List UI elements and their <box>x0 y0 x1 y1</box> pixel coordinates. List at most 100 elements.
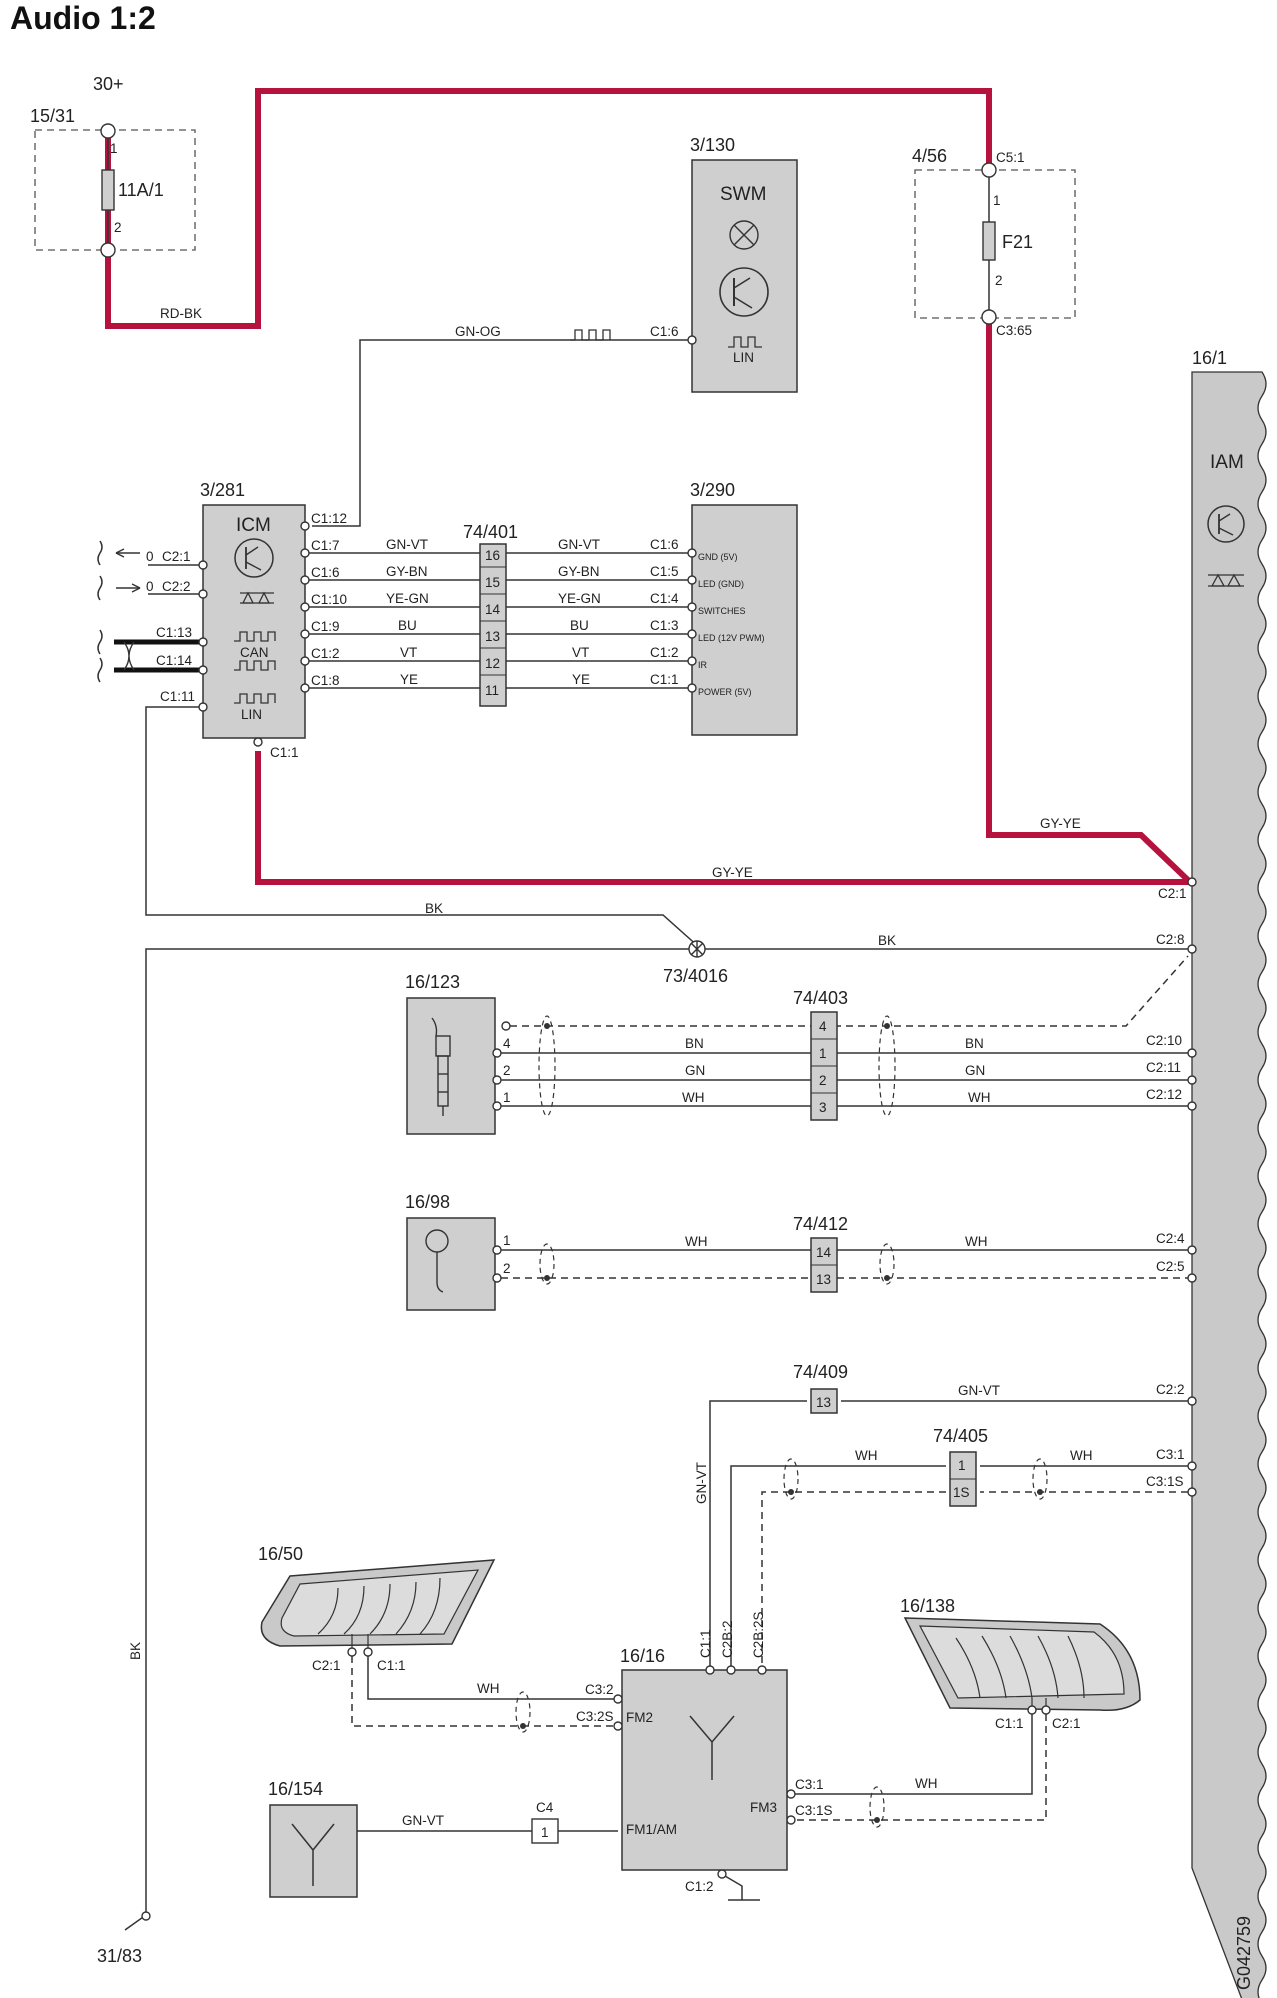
k74-403-pin-1: 1 <box>819 1046 827 1061</box>
swm-lin-label: LIN <box>733 350 754 365</box>
wire-label-rd-bk: RD-BK <box>160 306 202 321</box>
wire-label-wh-405-r: WH <box>1070 1448 1093 1463</box>
supply-label: 30+ <box>93 74 124 94</box>
splice-73-4016-icon <box>688 940 706 958</box>
k74-405-wires <box>730 1458 1188 1670</box>
c16-138-label: 16/138 <box>900 1596 955 1616</box>
wire-label-wh-138: WH <box>915 1776 938 1791</box>
c16-98-box <box>406 1217 496 1311</box>
k74-401-connector <box>479 543 507 707</box>
swm-transistor-icon <box>719 267 769 317</box>
k74-405-label: 74/405 <box>933 1426 988 1446</box>
c3-290-func-switches: SWITCHES <box>698 606 746 616</box>
wire-label-gn-vt-154: GN-VT <box>402 1813 444 1828</box>
swm-pin <box>687 335 697 345</box>
c3-290-pins <box>687 548 697 693</box>
c16-123-pin-4: 4 <box>503 1036 511 1051</box>
c16-50-window-antenna <box>260 1559 496 1648</box>
k74-401-label: 74/401 <box>463 522 518 542</box>
c16-16-pin-c1-2: C1:2 <box>685 1879 714 1894</box>
c16-16-pin-c3-1: C3:1 <box>795 1777 824 1792</box>
c16-138-pin-c1-1: C1:1 <box>995 1716 1024 1731</box>
k74-401-pin-16: 16 <box>485 548 500 563</box>
c16-16-pin-c3-2: C3:2 <box>585 1682 614 1697</box>
icm-pin-c1-14: C1:14 <box>156 653 193 668</box>
c3-290-pin-c1-2: C1:2 <box>650 645 679 660</box>
c3-290-box <box>691 504 798 736</box>
iam-pin-c2-11: C2:11 <box>1146 1060 1181 1075</box>
c3-290-pin-c1-5: C1:5 <box>650 564 679 579</box>
k74-412-pin-14: 14 <box>816 1245 832 1260</box>
c16-123-pin-1: 1 <box>503 1090 511 1105</box>
antenna-icon-16-154 <box>291 1823 335 1886</box>
wire-label-wh-98-l: WH <box>685 1234 708 1249</box>
c16-154-label: 16/154 <box>268 1779 323 1799</box>
icm-pin-c1-13: C1:13 <box>156 625 192 640</box>
swm-name: SWM <box>720 184 766 205</box>
icm-can-label: CAN <box>240 645 269 660</box>
swm-pin-label: C1:6 <box>650 324 679 339</box>
c3-290-id: 3/290 <box>690 480 735 500</box>
splice-73-4016-label: 73/4016 <box>663 966 728 986</box>
k74-403-pin-4: 4 <box>819 1019 827 1034</box>
icm-bottom-pin <box>253 737 263 747</box>
drawing-id: G042759 <box>1234 1916 1254 1990</box>
page-title: Audio 1:2 <box>10 0 156 36</box>
wire-label-bn-r: BN <box>965 1036 984 1051</box>
wire-rd-bk <box>105 88 992 329</box>
wire-gn-og <box>312 339 688 527</box>
c16-16-pin-c2b-2s: C2B:2S <box>751 1611 766 1658</box>
icm-pin-c1-10: C1:10 <box>311 592 347 607</box>
c4-56-pin1: 1 <box>993 193 1001 208</box>
arrow-zero-1: 0 <box>146 549 154 564</box>
wire-label-gn-vt-l: GN-VT <box>386 537 428 552</box>
c3-290-pin-c1-1: C1:1 <box>650 672 679 687</box>
c16-16-pin-c2b-2: C2B:2 <box>720 1620 735 1658</box>
c3-290-pin-c1-3: C1:3 <box>650 618 679 633</box>
ground-label: 31/83 <box>97 1946 142 1966</box>
iam-box <box>1191 371 1267 1998</box>
c16-16-top-pins <box>705 1665 767 1675</box>
icm-left-pins <box>198 560 208 712</box>
c16-50-pin-c2-1: C2:1 <box>312 1658 341 1673</box>
wire-label-gn-og: GN-OG <box>455 324 501 339</box>
microphone-icon <box>425 1229 449 1293</box>
antenna-icon-16-16 <box>689 1715 735 1780</box>
icm-pin-c1-11: C1:11 <box>160 689 195 704</box>
c15-31-pin2: 2 <box>114 220 122 235</box>
c16-123-pin-2: 2 <box>503 1063 511 1078</box>
c4-56-label: 4/56 <box>912 146 947 166</box>
icm-pin-c1-7: C1:7 <box>311 538 340 553</box>
c3-290-pin-c1-6: C1:6 <box>650 537 679 552</box>
wire-label-gy-ye-lower: GY-YE <box>712 865 753 880</box>
k74-409-pin-13: 13 <box>816 1395 831 1410</box>
wire-label-wh-r: WH <box>968 1090 991 1105</box>
iam-pin-c2-2: C2:2 <box>1156 1382 1185 1397</box>
wire-label-ye-gn-r: YE-GN <box>558 591 601 606</box>
c16-138-window-antenna <box>903 1617 1141 1712</box>
wire-label-gn-vt-r: GN-VT <box>558 537 600 552</box>
k74-412-connector <box>810 1237 838 1293</box>
iam-pin-c2-5: C2:5 <box>1156 1259 1185 1274</box>
k74-401-pin-15: 15 <box>485 575 500 590</box>
k74-412-label: 74/412 <box>793 1214 848 1234</box>
k74-401-pin-14: 14 <box>485 602 501 617</box>
wire-label-wh-l: WH <box>682 1090 705 1105</box>
c16-98-wires <box>501 1243 1188 1285</box>
c3-290-func-led-pwm: LED (12V PWM) <box>698 633 765 643</box>
icm-can-pulse-icon <box>234 631 276 642</box>
c3-290-func-ir: IR <box>698 660 708 670</box>
c3-290-func-power: POWER (5V) <box>698 687 752 697</box>
c16-16-fm3: FM3 <box>750 1800 777 1815</box>
wire-label-wh-50: WH <box>477 1681 500 1696</box>
c16-16-pin-c1-1: C1:1 <box>698 1629 713 1658</box>
wire-label-bk-vertical: BK <box>128 1642 143 1660</box>
c16-98-pins <box>492 1245 502 1283</box>
lamp-icon <box>729 220 759 250</box>
iam-id: 16/1 <box>1192 348 1227 368</box>
c16-50-pins <box>347 1647 373 1657</box>
icm-pin-c1-1: C1:1 <box>270 745 299 760</box>
wire-label-gy-bn-l: GY-BN <box>386 564 428 579</box>
icm-pin-c2-1: C2:1 <box>162 549 191 564</box>
icm-diode-icon <box>240 591 274 604</box>
